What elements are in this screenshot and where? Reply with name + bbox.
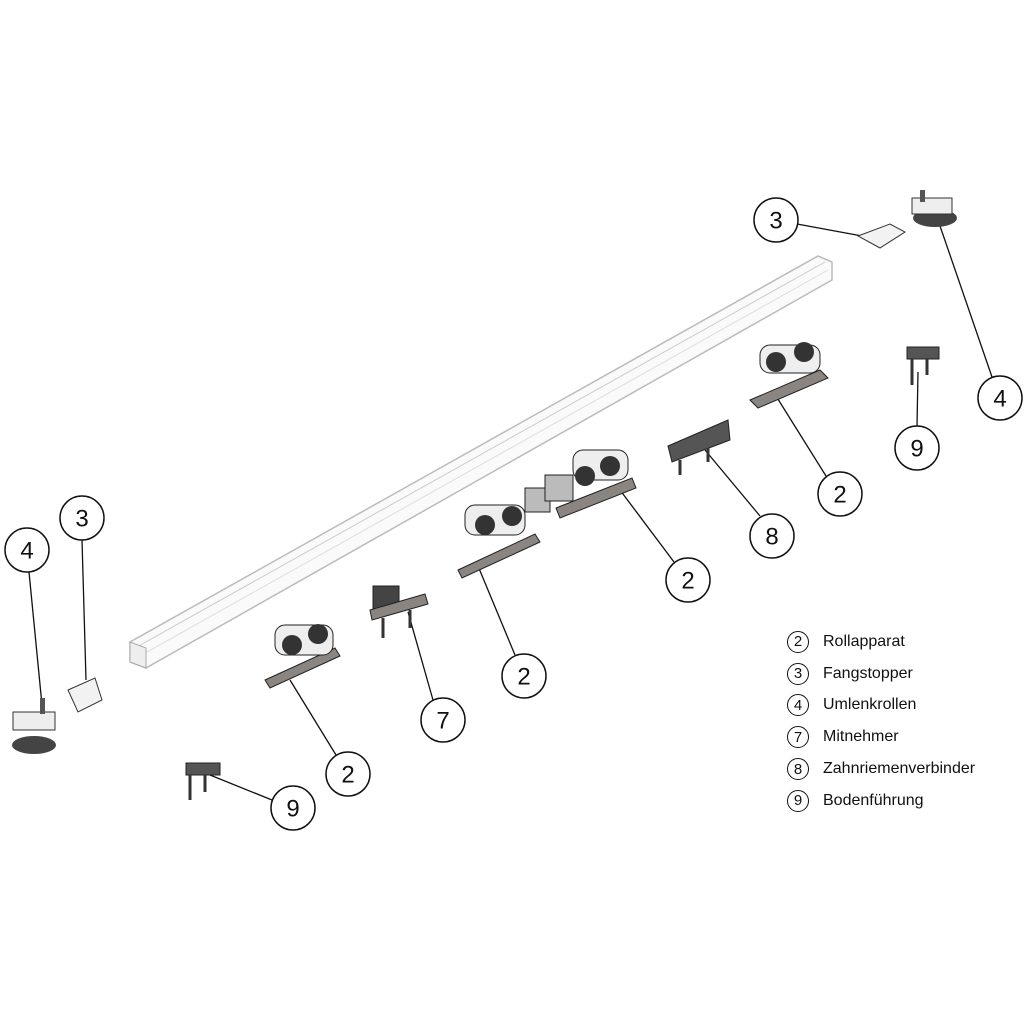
legend-number: 4 — [787, 694, 809, 717]
callout-9-left: 9 — [270, 785, 316, 831]
part-rollapparat-2 — [457, 449, 637, 579]
legend-item: 9 Bodenführung — [787, 785, 975, 817]
part-umlenkrolle-left — [12, 698, 56, 754]
svg-text:2: 2 — [681, 568, 694, 595]
callout-7: 7 — [420, 697, 466, 743]
legend-label: Mitnehmer — [823, 728, 899, 746]
svg-text:9: 9 — [910, 436, 923, 463]
legend-number: 8 — [787, 758, 809, 781]
svg-text:8: 8 — [765, 524, 778, 551]
callout-2-b: 2 — [665, 557, 711, 603]
legend-item: 8 Zahnriemenverbinder — [787, 753, 975, 785]
legend-number: 7 — [787, 726, 809, 749]
legend-label: Bodenführung — [823, 791, 924, 809]
legend-number: 9 — [787, 789, 809, 812]
part-zahnriemenverbinder — [667, 419, 731, 475]
callout-2-a: 2 — [817, 471, 863, 517]
legend-number: 3 — [787, 662, 809, 685]
svg-text:2: 2 — [517, 664, 530, 691]
callout-3-left: 3 — [59, 495, 105, 541]
svg-text:2: 2 — [341, 762, 354, 789]
svg-text:9: 9 — [286, 796, 299, 823]
callout-2-c: 2 — [501, 653, 547, 699]
rail-profile — [129, 255, 833, 669]
legend-item: 3 Fangstopper — [787, 658, 975, 690]
part-rollapparat-1 — [749, 342, 829, 409]
svg-text:3: 3 — [769, 208, 782, 235]
part-mitnehmer — [369, 585, 429, 638]
callout-9-right: 9 — [894, 425, 940, 471]
legend-number: 2 — [787, 630, 809, 653]
part-fangstopper-left — [67, 677, 103, 713]
callout-4-left: 4 — [4, 527, 50, 573]
callout-2-d: 2 — [325, 751, 371, 797]
part-rollapparat-3 — [264, 624, 341, 689]
legend-label: Fangstopper — [823, 664, 913, 682]
callout-3-right: 3 — [753, 197, 799, 243]
callout-4-right: 4 — [977, 375, 1023, 421]
svg-text:4: 4 — [993, 386, 1006, 413]
svg-text:7: 7 — [436, 708, 449, 735]
legend-item: 7 Mitnehmer — [787, 721, 975, 753]
legend-label: Umlenkrollen — [823, 696, 917, 714]
part-bodenfuehrung-left — [185, 762, 221, 800]
legend-label: Rollapparat — [823, 632, 905, 650]
legend-item: 2 Rollapparat — [787, 626, 975, 658]
leader-lines — [28, 223, 993, 801]
legend-label: Zahnriemenverbinder — [823, 760, 976, 778]
callout-8: 8 — [749, 513, 795, 559]
svg-text:2: 2 — [833, 482, 846, 509]
svg-text:4: 4 — [20, 538, 33, 565]
legend-item: 4 Umlenkrollen — [787, 690, 975, 722]
part-bodenfuehrung-right — [906, 346, 940, 385]
part-umlenkrolle-right — [911, 190, 957, 227]
svg-text:3: 3 — [75, 506, 88, 533]
part-fangstopper-right — [856, 223, 906, 249]
